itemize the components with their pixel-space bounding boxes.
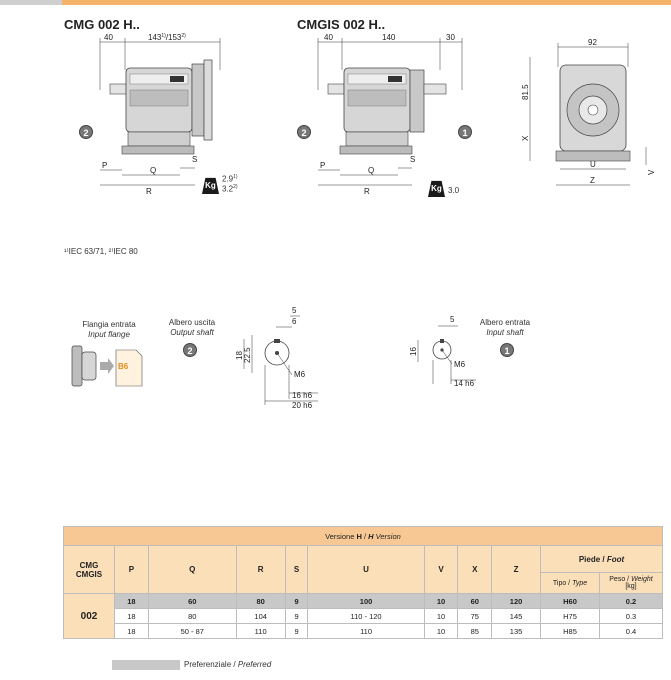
col-R: R — [235, 545, 286, 594]
dim-R: R — [146, 187, 152, 196]
dim-U: U — [590, 160, 596, 169]
top-rule-grey — [0, 0, 62, 5]
col-P: P — [114, 545, 149, 594]
weight-icon-mid: Kg — [428, 180, 445, 197]
top-rule-accent — [62, 0, 671, 5]
col-X: X — [457, 545, 493, 594]
col-Z: Z — [491, 545, 541, 594]
dim-18-out: 18 — [235, 351, 244, 360]
dim-22-5-out: 22.5 — [243, 347, 252, 363]
table-size-002: 002 — [63, 593, 115, 639]
dim-16-in: 16 — [409, 347, 418, 356]
cmg-side-view-drawing: 40 1431)/1532) P Q R S — [99, 33, 221, 196]
dim-140: 140 — [382, 33, 396, 42]
input-shaft-drawing: 5 16 M6 14 h6 — [409, 315, 476, 388]
col-weight: Peso / Weight[kg] — [599, 572, 663, 594]
weight-value-1: 2.91) — [222, 174, 238, 184]
dim-X: X — [521, 135, 530, 141]
dim-30: 30 — [446, 33, 455, 42]
table-version-header: Versione H / H Version — [63, 526, 663, 546]
dim-40: 40 — [104, 33, 113, 42]
dim-20h6-out: 20 h6 — [292, 401, 313, 410]
dim-5-out: 5 — [292, 306, 297, 315]
dim-81-5: 81.5 — [521, 84, 530, 100]
dim-92: 92 — [588, 38, 597, 47]
output-shaft-badge-2: 2 — [183, 343, 197, 357]
dim-S: S — [192, 155, 197, 164]
shaft-badge-1-mid: 1 — [458, 125, 472, 139]
shaft-badge-2-left: 2 — [79, 125, 93, 139]
output-shaft-drawing: 5 6 18 22.5 M6 16 h6 20 h6 — [235, 306, 318, 410]
input-flange-drawing — [71, 345, 143, 387]
dim-6-out: 6 — [292, 317, 297, 326]
weight-value-2: 3.22) — [222, 184, 238, 194]
dim-5-in: 5 — [450, 315, 455, 324]
weight-icon-left: Kg — [202, 177, 219, 194]
dim-P: P — [102, 161, 107, 170]
dim-m6-in: M6 — [454, 360, 466, 369]
col-U: U — [307, 545, 425, 594]
flange-code-b6: B6 — [118, 362, 129, 371]
dim-143: 1431)/1532) — [148, 33, 186, 42]
col-V: V — [423, 545, 459, 594]
col-type: Tipo / Type — [540, 572, 600, 594]
dim-P-mid: P — [320, 161, 325, 170]
footnote-iec: ¹⁾IEC 63/71, ²⁾IEC 80 — [64, 247, 138, 256]
dim-S-mid: S — [410, 155, 415, 164]
dim-V: V — [647, 169, 656, 175]
col-foot-group: Piede / Foot — [540, 545, 663, 573]
dim-14h6-in: 14 h6 — [454, 379, 475, 388]
shaft-badge-2-mid: 2 — [297, 125, 311, 139]
dim-40-mid: 40 — [324, 33, 333, 42]
col-S: S — [284, 545, 309, 594]
dim-Z: Z — [590, 176, 595, 185]
dim-m6-out: M6 — [294, 370, 306, 379]
input-shaft-badge-1: 1 — [500, 343, 514, 357]
front-view-drawing: 92 81.5 X U Z V — [521, 38, 656, 186]
weight-value-mid: 3.0 — [448, 186, 460, 195]
dim-R-mid: R — [364, 187, 370, 196]
col-Q: Q — [147, 545, 237, 594]
dim-16h6-out: 16 h6 — [292, 391, 313, 400]
legend-preferred-swatch — [112, 660, 180, 670]
title-cmgis: CMGIS 002 H.. — [297, 17, 386, 32]
legend-preferred-label: Preferenziale / Preferred — [184, 660, 272, 669]
dim-Q-mid: Q — [368, 166, 374, 175]
cmgis-side-view-drawing: 40 140 30 P Q R S — [317, 33, 463, 196]
title-cmg: CMG 002 H.. — [64, 17, 140, 32]
dim-Q: Q — [150, 166, 156, 175]
